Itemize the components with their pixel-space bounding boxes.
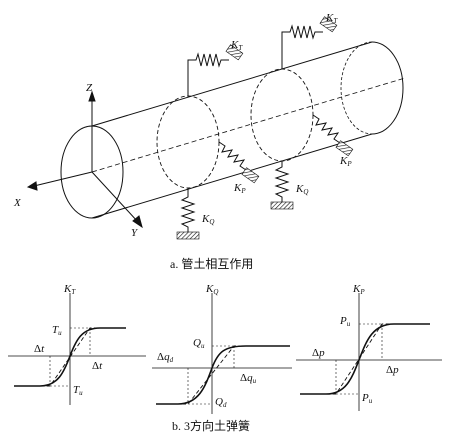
label-dt-left: Δt	[34, 343, 45, 355]
pipe-end-back-hidden	[340, 41, 373, 135]
hyperbolic-curve	[14, 327, 126, 387]
curve-panel-kq: KQ Qu Qd Δqd Δqu	[152, 283, 292, 414]
label-pu-bottom: Pu	[361, 392, 373, 405]
caption-b: b. 3方向土弹簧	[172, 418, 250, 433]
bilinear-curve	[156, 345, 290, 405]
vertical-spring-1: KQ	[176, 188, 214, 240]
anchor-hatch	[225, 44, 244, 61]
axis-label-kq: KQ	[205, 283, 218, 296]
label-tu-bottom: Tu	[73, 384, 83, 397]
label-qu: Qu	[193, 337, 205, 350]
bilinear-curve	[300, 323, 430, 395]
anchor-hatch	[176, 231, 200, 240]
spring-label-kt-2: KT	[325, 12, 338, 25]
spring-label-kp-1: KP	[233, 182, 246, 195]
vertical-spring-2: KQ	[270, 161, 308, 210]
label-dt-right: Δt	[92, 360, 103, 372]
axis-label-kt: KT	[63, 283, 76, 296]
lateral-spring-1: KP	[218, 141, 260, 195]
coordinate-axes	[26, 90, 143, 229]
label-dp-left: Δp	[312, 347, 325, 359]
axis-label-x: X	[13, 197, 22, 209]
axis-label-kp: KP	[352, 283, 365, 296]
anchor-hatch	[319, 16, 338, 33]
label-dp-right: Δp	[386, 364, 399, 376]
label-dqd: Δqd	[157, 351, 174, 364]
lateral-spring-2: KP	[312, 114, 354, 168]
hyperbolic-curve	[300, 323, 430, 395]
pipe-top-edge	[91, 41, 373, 127]
axial-spring-1: KT	[187, 39, 244, 96]
pipe-end-back	[371, 41, 404, 135]
spring-label-kp-2: KP	[339, 155, 352, 168]
pipe-diagram: Z X Y KT KT	[13, 12, 406, 240]
pipe-centerline	[91, 77, 406, 173]
spring-label-kq-1: KQ	[201, 213, 214, 226]
label-tu-top: Tu	[52, 324, 62, 337]
anchor-hatch	[270, 201, 294, 210]
anchor-hatch	[335, 140, 354, 157]
label-dqu: Δqu	[240, 372, 257, 385]
spring-label-kt-1: KT	[230, 39, 243, 52]
curve-panel-kp: KP Pu Pu Δp Δp	[296, 283, 442, 411]
caption-a: a. 管土相互作用	[170, 256, 253, 271]
pipe-bottom-edge	[91, 133, 373, 219]
curve-panel-kt: KT Tu Tu Δt Δt	[8, 283, 146, 405]
pipe-section-1	[156, 95, 220, 189]
axis-label-y: Y	[131, 227, 139, 239]
spring-label-kq-2: KQ	[295, 183, 308, 196]
axial-spring-2: KT	[281, 12, 338, 69]
hyperbolic-curve	[156, 345, 290, 405]
anchor-hatch	[241, 167, 260, 184]
label-qd: Qd	[215, 396, 227, 409]
pipe-section-2	[250, 68, 314, 162]
axis-label-z: Z	[86, 82, 93, 94]
label-pu-top: Pu	[339, 315, 351, 328]
